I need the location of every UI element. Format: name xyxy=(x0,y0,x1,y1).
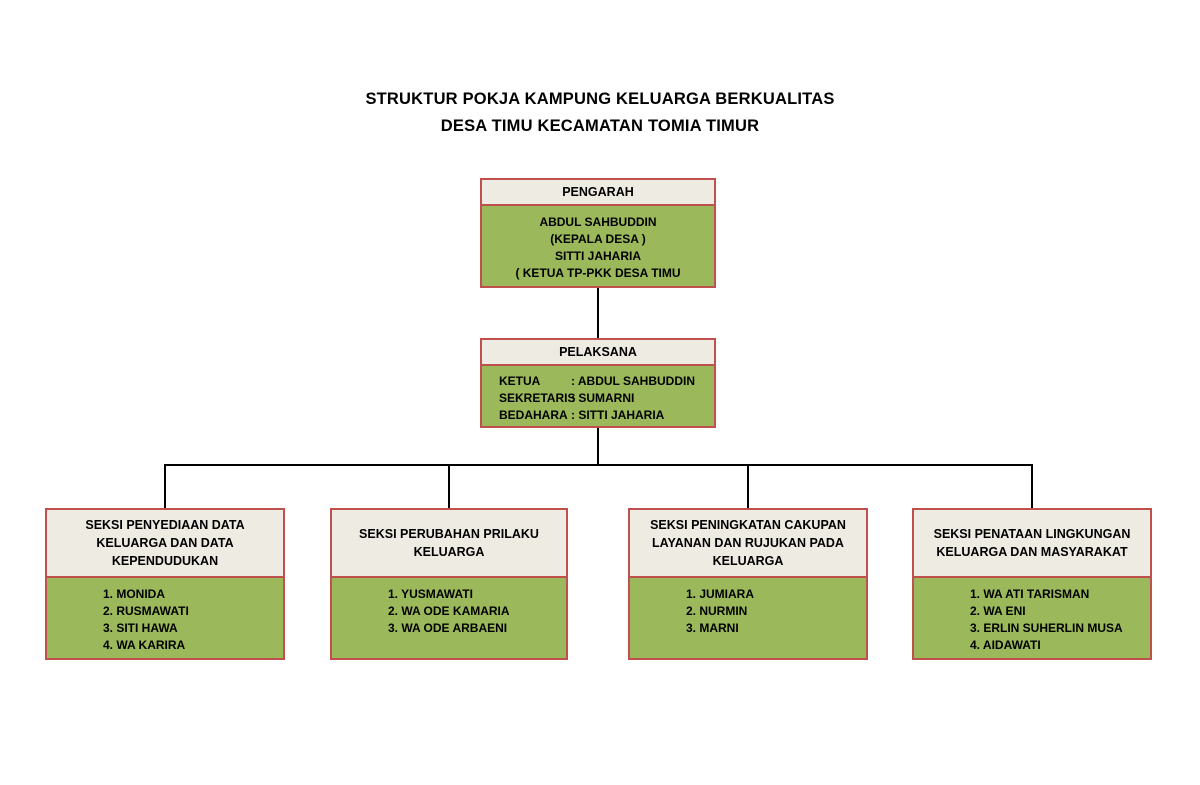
seksi-members: 1. YUSMAWATI 2. WA ODE KAMARIA 3. WA ODE… xyxy=(330,576,568,660)
seksi-header: SEKSI PERUBAHAN PRILAKU KELUARGA xyxy=(330,508,568,578)
pelaksana-row-sekretaris: SEKRETARIS : SUMARNI xyxy=(499,390,708,407)
pengarah-line: SITTI JAHARIA xyxy=(554,249,641,263)
member-item: 3. MARNI xyxy=(686,621,739,635)
member-item: 2. WA ODE KAMARIA xyxy=(388,604,510,618)
seksi-title-line: LAYANAN DAN RUJUKAN PADA xyxy=(652,536,844,550)
pengarah-line: (KEPALA DESA ) xyxy=(550,232,646,246)
member-item: 2. RUSMAWATI xyxy=(103,604,189,618)
member-item: 3. WA ODE ARBAENI xyxy=(388,621,508,635)
pengarah-header: PENGARAH xyxy=(480,178,716,206)
connector-pengarah-pelaksana xyxy=(597,288,599,338)
pelaksana-value: : SUMARNI xyxy=(571,391,635,405)
seksi-title-line: KEPENDUDUKAN xyxy=(111,554,219,568)
connector-pelaksana-down xyxy=(597,428,599,466)
seksi-members: 1. JUMIARA 2. NURMIN 3. MARNI xyxy=(628,576,868,660)
member-item: 4. WA KARIRA xyxy=(103,638,186,652)
seksi-box-perubahan-prilaku: SEKSI PERUBAHAN PRILAKU KELUARGA 1. YUSM… xyxy=(330,508,568,660)
seksi-title-line: SEKSI PENATAAN LINGKUNGAN xyxy=(933,527,1131,541)
connector-drop-seksi-3 xyxy=(747,464,749,508)
member-item: 2. WA ENI xyxy=(970,604,1026,618)
member-item: 1. MONIDA xyxy=(103,587,166,601)
member-item: 4. AIDAWATI xyxy=(970,638,1041,652)
pelaksana-role: KETUA xyxy=(499,374,541,388)
pelaksana-value: : SITTI JAHARIA xyxy=(571,408,665,422)
pelaksana-value: : ABDUL SAHBUDDIN xyxy=(571,374,695,388)
pelaksana-role: SEKRETARIS xyxy=(499,391,576,405)
seksi-box-penataan-lingkungan: SEKSI PENATAAN LINGKUNGAN KELUARGA DAN M… xyxy=(912,508,1152,660)
page-title: STRUKTUR POKJA KAMPUNG KELUARGA BERKUALI… xyxy=(0,86,1200,140)
seksi-header: SEKSI PENATAAN LINGKUNGAN KELUARGA DAN M… xyxy=(912,508,1152,578)
pelaksana-row-bedahara: BEDAHARA : SITTI JAHARIA xyxy=(499,407,708,424)
page-title-line2: DESA TIMU KECAMATAN TOMIA TIMUR xyxy=(440,117,760,135)
seksi-members: 1. WA ATI TARISMAN 2. WA ENI 3. ERLIN SU… xyxy=(912,576,1152,660)
seksi-members: 1. MONIDA 2. RUSMAWATI 3. SITI HAWA 4. W… xyxy=(45,576,285,660)
member-item: 3. ERLIN SUHERLIN MUSA xyxy=(970,621,1123,635)
connector-drop-seksi-1 xyxy=(164,464,166,508)
seksi-title-line: KELUARGA xyxy=(413,545,485,559)
pelaksana-row-ketua: KETUA : ABDUL SAHBUDDIN xyxy=(499,373,708,390)
seksi-title-line: KELUARGA DAN MASYARAKAT xyxy=(936,545,1128,559)
pelaksana-header: PELAKSANA xyxy=(480,338,716,366)
seksi-title-line: SEKSI PERUBAHAN PRILAKU xyxy=(359,527,539,541)
seksi-box-peningkatan-cakupan: SEKSI PENINGKATAN CAKUPAN LAYANAN DAN RU… xyxy=(628,508,868,660)
page-title-line1: STRUKTUR POKJA KAMPUNG KELUARGA BERKUALI… xyxy=(365,90,835,108)
pengarah-box: PENGARAH ABDUL SAHBUDDIN (KEPALA DESA ) … xyxy=(480,178,716,288)
pelaksana-body: KETUA : ABDUL SAHBUDDIN SEKRETARIS : SUM… xyxy=(480,364,716,428)
member-item: 1. JUMIARA xyxy=(686,587,755,601)
pelaksana-role: BEDAHARA xyxy=(499,408,568,422)
seksi-header: SEKSI PENYEDIAAN DATA KELUARGA DAN DATA … xyxy=(45,508,285,578)
pengarah-line: ABDUL SAHBUDDIN xyxy=(539,215,657,229)
seksi-header: SEKSI PENINGKATAN CAKUPAN LAYANAN DAN RU… xyxy=(628,508,868,578)
connector-drop-seksi-2 xyxy=(448,464,450,508)
pengarah-line: ( KETUA TP-PKK DESA TIMU xyxy=(515,266,681,280)
member-item: 2. NURMIN xyxy=(686,604,748,618)
seksi-title-line: SEKSI PENYEDIAAN DATA xyxy=(85,518,245,532)
seksi-box-penyediaan-data: SEKSI PENYEDIAAN DATA KELUARGA DAN DATA … xyxy=(45,508,285,660)
member-item: 1. YUSMAWATI xyxy=(388,587,473,601)
member-item: 3. SITI HAWA xyxy=(103,621,178,635)
pengarah-body: ABDUL SAHBUDDIN (KEPALA DESA ) SITTI JAH… xyxy=(480,204,716,288)
seksi-title-line: SEKSI PENINGKATAN CAKUPAN xyxy=(650,518,846,532)
connector-horizontal-bus xyxy=(164,464,1033,466)
connector-drop-seksi-4 xyxy=(1031,464,1033,508)
seksi-title-line: KELUARGA xyxy=(712,554,784,568)
member-item: 1. WA ATI TARISMAN xyxy=(970,587,1090,601)
seksi-title-line: KELUARGA DAN DATA xyxy=(96,536,234,550)
pelaksana-box: PELAKSANA KETUA : ABDUL SAHBUDDIN SEKRET… xyxy=(480,338,716,428)
